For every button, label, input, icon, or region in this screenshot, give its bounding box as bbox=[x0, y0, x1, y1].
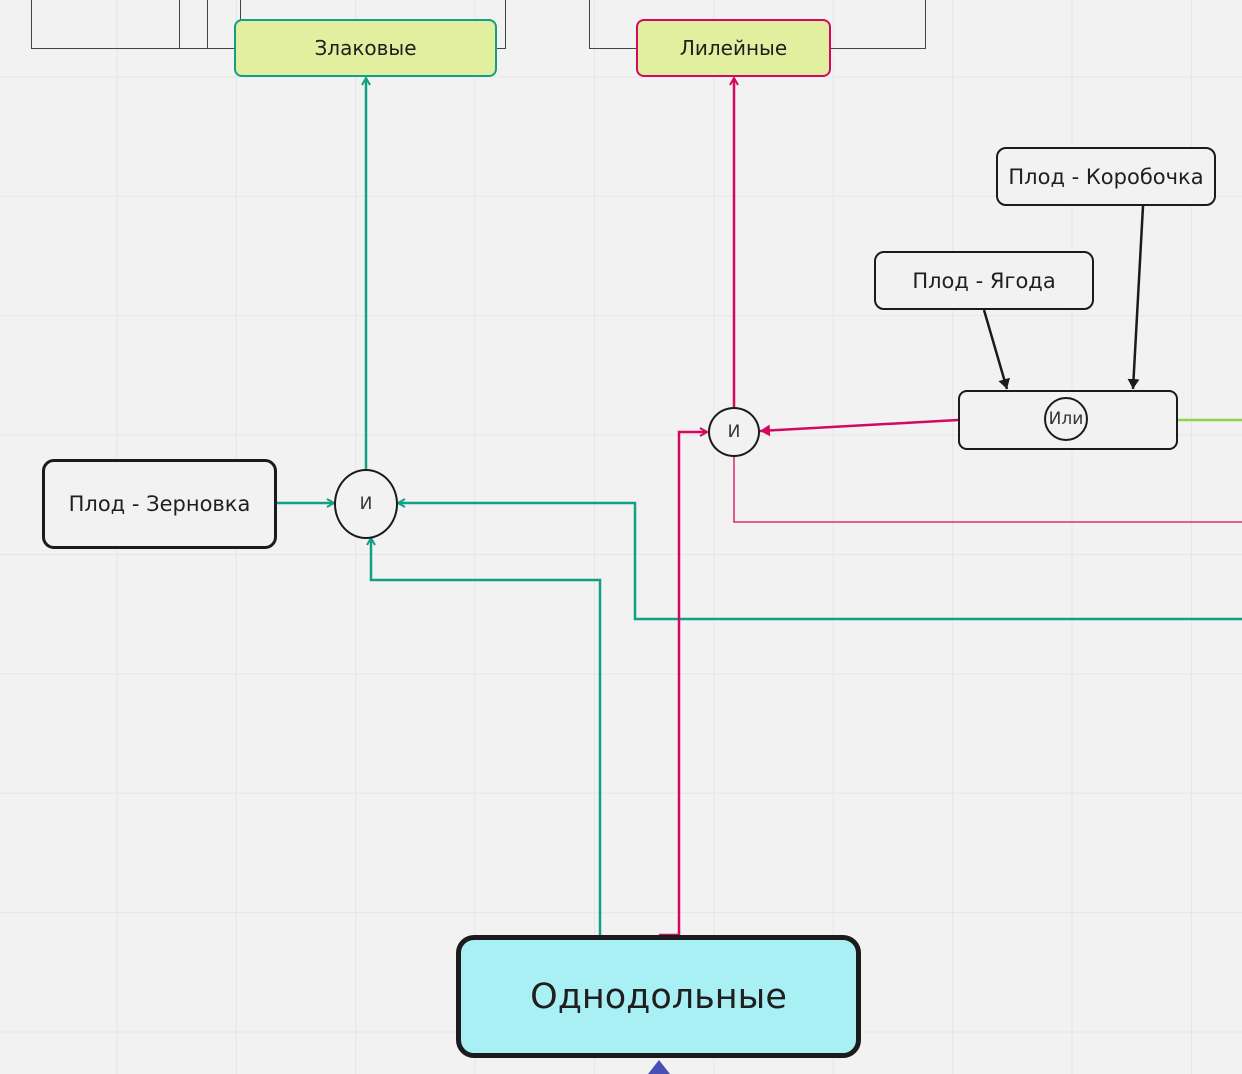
gate-or-box[interactable]: Или bbox=[958, 390, 1178, 450]
node-plod-korobochka[interactable]: Плод - Коробочка bbox=[996, 147, 1216, 206]
edge-or-to-and-right bbox=[759, 418, 959, 437]
node-root-label: Однодольные bbox=[530, 976, 787, 1017]
node-lileynye[interactable]: Лилейные bbox=[636, 19, 831, 77]
edge-korobochka-to-or bbox=[1127, 205, 1145, 390]
frame-top-left-inner[interactable] bbox=[179, 0, 237, 49]
gate-or-label: Или bbox=[1048, 409, 1084, 429]
edge-yagoda-to-or bbox=[982, 309, 1010, 390]
gate-and-left-label: И bbox=[359, 494, 373, 514]
edge-root-to-and-left bbox=[371, 538, 602, 936]
node-plod-korobochka-label: Плод - Коробочка bbox=[1008, 164, 1204, 189]
node-plod-zernovka-label: Плод - Зерновка bbox=[68, 492, 251, 516]
edge-right-teal-to-and-left bbox=[398, 503, 1242, 621]
edge-root-to-and-right bbox=[659, 432, 707, 937]
gate-and-right-label: И bbox=[727, 422, 741, 442]
node-zlakovye-label: Злаковые bbox=[314, 36, 417, 60]
gate-and-right[interactable]: И bbox=[708, 407, 760, 457]
node-plod-zernovka[interactable]: Плод - Зерновка bbox=[42, 459, 277, 549]
gate-or-circle: Или bbox=[1044, 397, 1088, 441]
node-plod-yagoda-label: Плод - Ягода bbox=[912, 268, 1056, 293]
node-plod-yagoda[interactable]: Плод - Ягода bbox=[874, 251, 1094, 310]
frame-top-mid[interactable] bbox=[494, 0, 506, 49]
node-root-odnodolnye[interactable]: Однодольные bbox=[456, 935, 861, 1058]
gate-and-left[interactable]: И bbox=[334, 469, 398, 539]
node-zlakovye[interactable]: Злаковые bbox=[234, 19, 497, 77]
edge-and-right-thin bbox=[733, 456, 1242, 523]
frame-top-left-inner-2[interactable] bbox=[207, 0, 237, 49]
root-connector-handle bbox=[648, 1060, 670, 1074]
node-lileynye-label: Лилейные bbox=[679, 36, 788, 60]
